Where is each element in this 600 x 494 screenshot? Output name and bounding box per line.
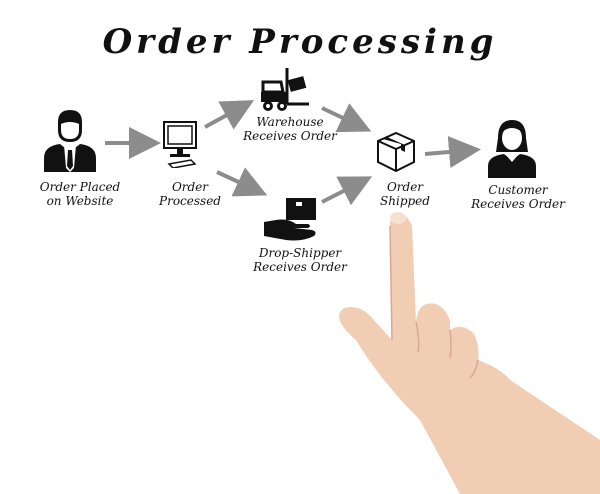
- hand-package-icon: [264, 198, 316, 241]
- arrow-dropshipper-to-shipped: [321, 176, 373, 206]
- arrow-processed-to-warehouse: [204, 100, 255, 130]
- label-warehouse: Warehouse Receives Order: [243, 115, 337, 143]
- box-icon: [377, 131, 415, 173]
- arrow-processed-to-dropshipper: [216, 167, 268, 197]
- label-customer: Customer Receives Order: [471, 183, 565, 211]
- label-order-shipped: Order Shipped: [380, 180, 430, 208]
- arrow-warehouse-to-shipped: [321, 103, 372, 133]
- label-order-processed: Order Processed: [159, 180, 221, 208]
- diagram-title: Order Processing: [102, 22, 498, 62]
- label-drop-shipper: Drop-Shipper Receives Order: [253, 246, 347, 274]
- arrow-shipped-to-customer: [424, 136, 481, 168]
- forklift-icon: [261, 68, 309, 111]
- woman-icon: [488, 120, 536, 178]
- label-order-placed: Order Placed on Website: [39, 180, 121, 208]
- businessman-icon: [44, 110, 96, 172]
- computer-icon: [163, 121, 197, 168]
